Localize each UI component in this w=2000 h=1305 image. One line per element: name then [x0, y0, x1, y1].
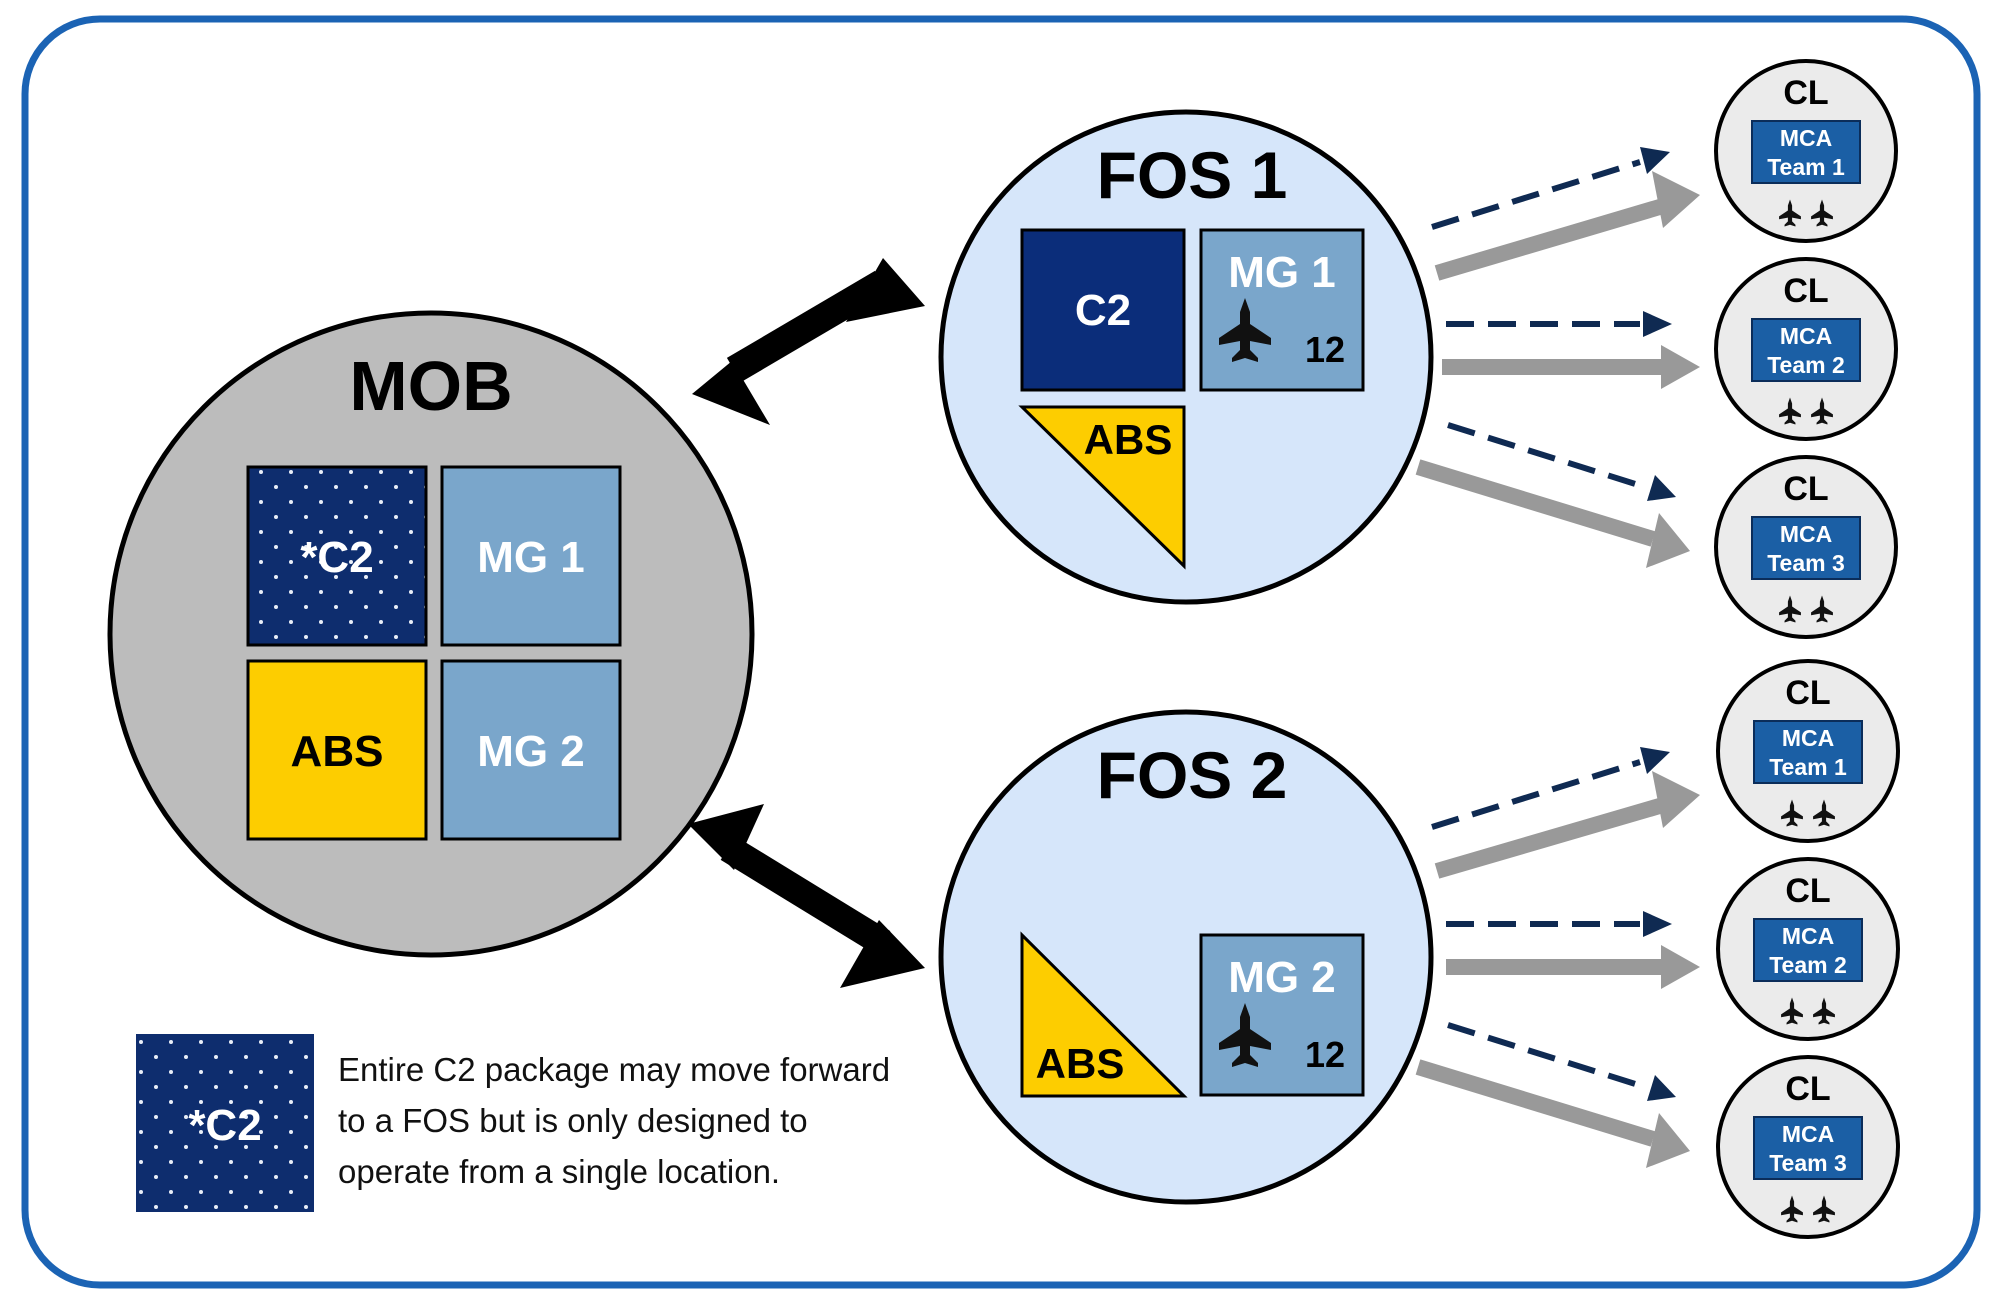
cl-title: CL — [1783, 272, 1828, 310]
mca-team-box — [1753, 918, 1863, 982]
cl-node-5: CL MCA Team 2 — [1716, 857, 1900, 1041]
cl-title: CL — [1783, 470, 1828, 508]
mob-mg1-box — [440, 465, 622, 647]
fos2-dashed-arrows — [1431, 747, 1676, 1101]
fos1-abs-label: ABS — [1084, 416, 1173, 463]
mob-abs-box — [246, 659, 428, 841]
mca-label: MCA — [1780, 521, 1832, 547]
cl-title: CL — [1785, 1070, 1830, 1108]
team-label: Team 1 — [1769, 754, 1847, 780]
mca-label: MCA — [1782, 923, 1834, 949]
fos2-abs-triangle — [1020, 931, 1188, 1098]
legend-line-2: to a FOS but is only designed to — [338, 1102, 808, 1139]
fos1-gray-arrows — [1415, 171, 1700, 568]
cl-title: CL — [1785, 674, 1830, 712]
fos1-mg-label: MG 1 — [1228, 248, 1336, 297]
cl-node-4: CL MCA Team 1 — [1716, 659, 1900, 843]
legend-c2-label: *C2 — [188, 1101, 261, 1150]
fos2-gray-arrows — [1415, 771, 1700, 1168]
mob-mg2-box — [440, 659, 622, 841]
fos2-node: FOS 2 ABS MG 2 12 — [938, 709, 1434, 1205]
fos2-title: FOS 2 — [1097, 738, 1288, 812]
mob-title: MOB — [349, 347, 512, 425]
cl-node-2: CL MCA Team 2 — [1714, 257, 1898, 441]
mob-c2-label: *C2 — [300, 533, 373, 582]
legend-line-3: operate from a single location. — [338, 1153, 781, 1190]
mob-mg2-label: MG 2 — [477, 727, 585, 776]
mca-label: MCA — [1780, 323, 1832, 349]
mob-fos2-double-arrow — [688, 804, 925, 988]
mob-abs-label: ABS — [291, 727, 384, 776]
fos1-node: FOS 1 C2 MG 1 12 ABS — [938, 109, 1434, 605]
cl-node-6: CL MCA Team 3 — [1716, 1055, 1900, 1239]
team-label: Team 2 — [1769, 952, 1847, 978]
fos2-aircraft-count: 12 — [1305, 1034, 1345, 1075]
fos2-mg-box — [1199, 933, 1365, 1097]
fos1-abs-triangle — [1018, 405, 1186, 570]
fos1-c2-box — [1020, 228, 1186, 392]
fos1-mg-box — [1199, 228, 1365, 392]
fos1-dashed-arrows — [1431, 147, 1676, 501]
cl-node-1: CL MCA Team 1 — [1714, 59, 1898, 243]
cl-title: CL — [1783, 74, 1828, 112]
fos1-aircraft-count: 12 — [1305, 329, 1345, 370]
fos2-mg-label: MG 2 — [1228, 953, 1336, 1002]
fos1-c2-label: C2 — [1075, 286, 1131, 335]
legend-note: Entire C2 package may move forward to a … — [338, 1044, 938, 1197]
mca-team-box — [1751, 120, 1861, 184]
team-label: Team 1 — [1767, 154, 1845, 180]
mob-fos1-double-arrow — [692, 258, 925, 425]
team-label: Team 3 — [1767, 550, 1845, 576]
mca-team-box — [1753, 1116, 1863, 1180]
mca-label: MCA — [1782, 1121, 1834, 1147]
mca-team-box — [1751, 516, 1861, 580]
mca-team-box — [1751, 318, 1861, 382]
mca-team-box — [1753, 720, 1863, 784]
fos1-title: FOS 1 — [1097, 138, 1288, 212]
mca-label: MCA — [1782, 725, 1834, 751]
cl-node-3: CL MCA Team 3 — [1714, 455, 1898, 639]
legend-line-1: Entire C2 package may move forward — [338, 1051, 891, 1088]
cl-title: CL — [1785, 872, 1830, 910]
team-label: Team 3 — [1769, 1150, 1847, 1176]
mob-mg1-label: MG 1 — [477, 533, 585, 582]
mca-label: MCA — [1780, 125, 1832, 151]
legend-c2-symbol: *C2 — [136, 1034, 314, 1212]
mob-c2-box — [246, 465, 428, 647]
mob-node: MOB *C2 MG 1 ABS MG 2 — [107, 310, 755, 958]
team-label: Team 2 — [1767, 352, 1845, 378]
fos2-abs-label: ABS — [1036, 1040, 1125, 1087]
